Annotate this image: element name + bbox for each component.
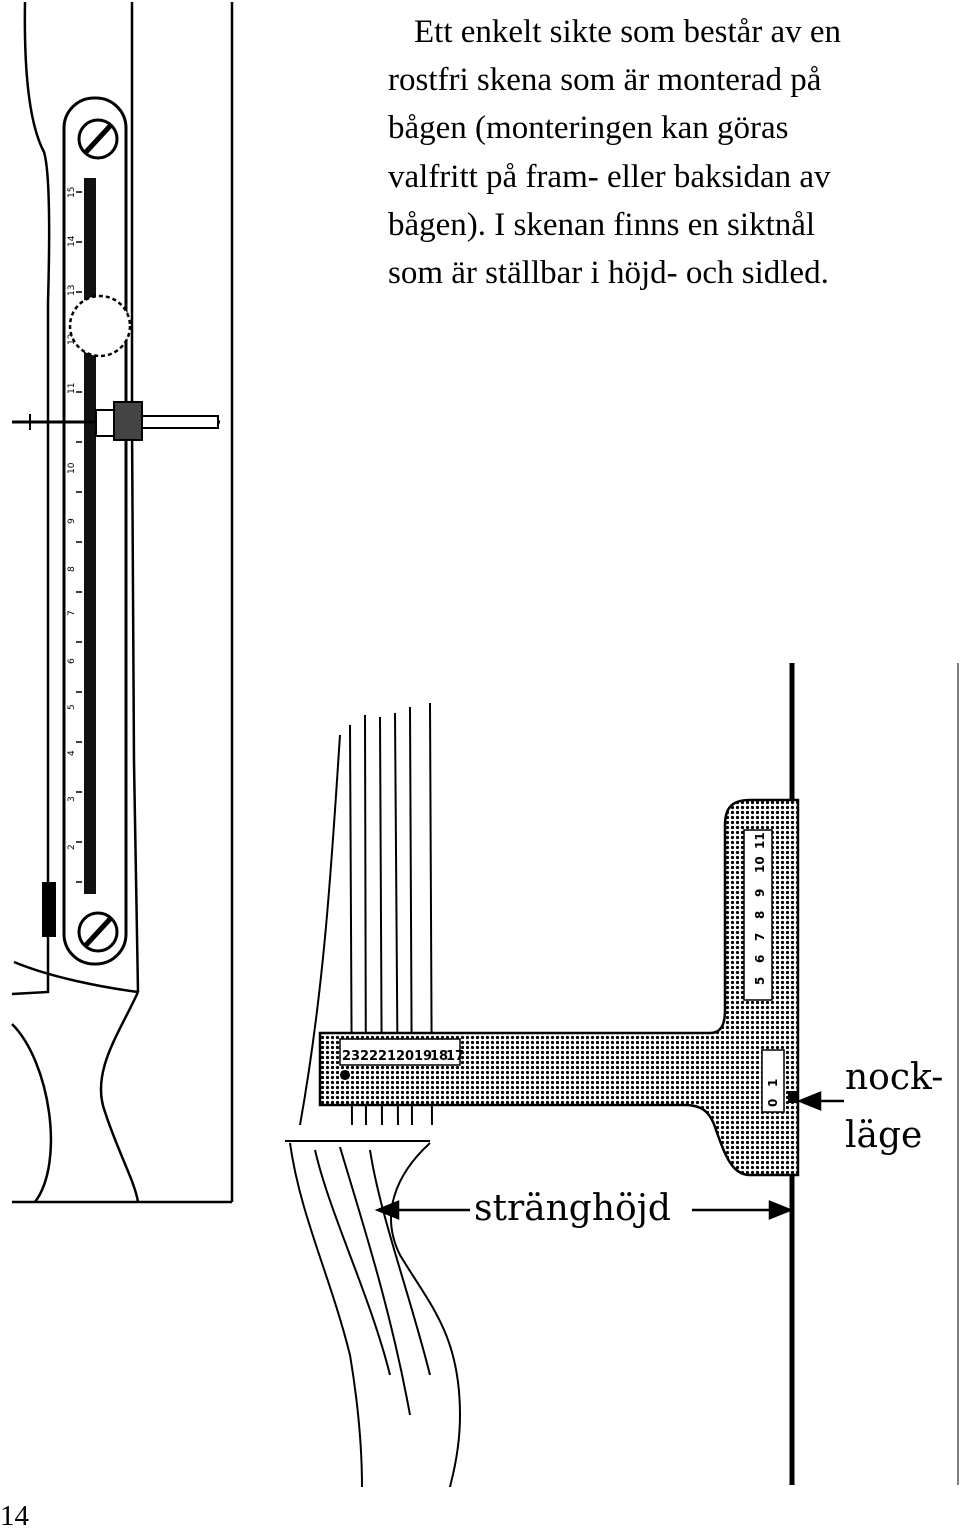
paragraph-line: valfritt på fram- eller baksidan av	[388, 158, 831, 195]
gauge-scale-number: 21	[378, 1049, 396, 1064]
nock-point-marker	[788, 1091, 798, 1103]
gauge-scale-number: 5	[753, 977, 767, 985]
screw-icon	[77, 911, 119, 953]
string-height-label: stränghöjd	[474, 1188, 671, 1229]
sight-pin-icon	[12, 401, 220, 441]
gauge-scale-number: 11	[753, 832, 767, 849]
gauge-scale-number: 10	[753, 856, 767, 873]
adjustment-knob	[68, 294, 132, 358]
scale-number: 4	[67, 750, 77, 756]
scale-number: 7	[67, 610, 77, 616]
scale-number: 14	[67, 235, 77, 247]
sight-illustration: 15 14 13 12 11 10 9 8 7 6 5 4 3 2	[11, 2, 234, 1204]
scale-number: 6	[67, 658, 77, 664]
scale-number: 9	[67, 518, 77, 524]
paragraph-line: Ett enkelt sikte som består av en	[414, 14, 842, 50]
gauge-scale-number: 6	[753, 955, 767, 963]
scale-number: 5	[67, 704, 77, 710]
gauge-scale-number: 18	[430, 1049, 448, 1064]
gauge-scale-number: 9	[753, 889, 767, 897]
gauge-scale-number: 7	[753, 933, 767, 941]
scale-number: 13	[67, 285, 77, 296]
paragraph-line: bågen). I skenan finns en siktnål	[388, 206, 816, 243]
paragraph-line: som är ställbar i höjd- och sidled.	[388, 255, 829, 292]
scale-number: 10	[67, 462, 77, 474]
bowstring-gauge	[318, 798, 800, 1177]
scale-ticks	[76, 191, 82, 883]
gauge-scale-number: 1	[766, 1079, 780, 1087]
gauge-scale-number: 17	[446, 1049, 464, 1064]
mount-block	[42, 882, 56, 937]
gauge-scale-number: 0	[766, 1099, 780, 1107]
rail-groove	[84, 178, 96, 894]
screw-icon	[77, 118, 119, 160]
gauge-scale-number: 19	[414, 1049, 432, 1064]
scale-number: 15	[67, 187, 77, 198]
nock-label-line1: nock-	[845, 1057, 943, 1098]
nock-label-line2: läge	[845, 1115, 922, 1156]
gauge-scale-number: 20	[396, 1049, 414, 1064]
scale-number: 11	[67, 383, 77, 394]
scale-number: 8	[67, 566, 77, 572]
page-number: 14	[0, 1500, 29, 1532]
gauge-pivot	[340, 1070, 350, 1080]
bow-gauge-illustration: 23 22 21 20 19 18 17 5 6 7 8 9 10 11 0 1…	[285, 663, 959, 1488]
scale-number: 3	[67, 796, 77, 802]
body-paragraph: Ett enkelt sikte som består av en rostfr…	[388, 8, 953, 297]
gauge-scale-number: 8	[753, 911, 767, 919]
paragraph-line: rostfri skena som är monterad på	[388, 62, 822, 99]
gauge-scale-number: 23	[342, 1049, 360, 1064]
gauge-scale-number: 22	[360, 1049, 378, 1064]
paragraph-line: bågen (monteringen kan göras	[388, 110, 789, 147]
scale-number: 2	[67, 844, 77, 850]
